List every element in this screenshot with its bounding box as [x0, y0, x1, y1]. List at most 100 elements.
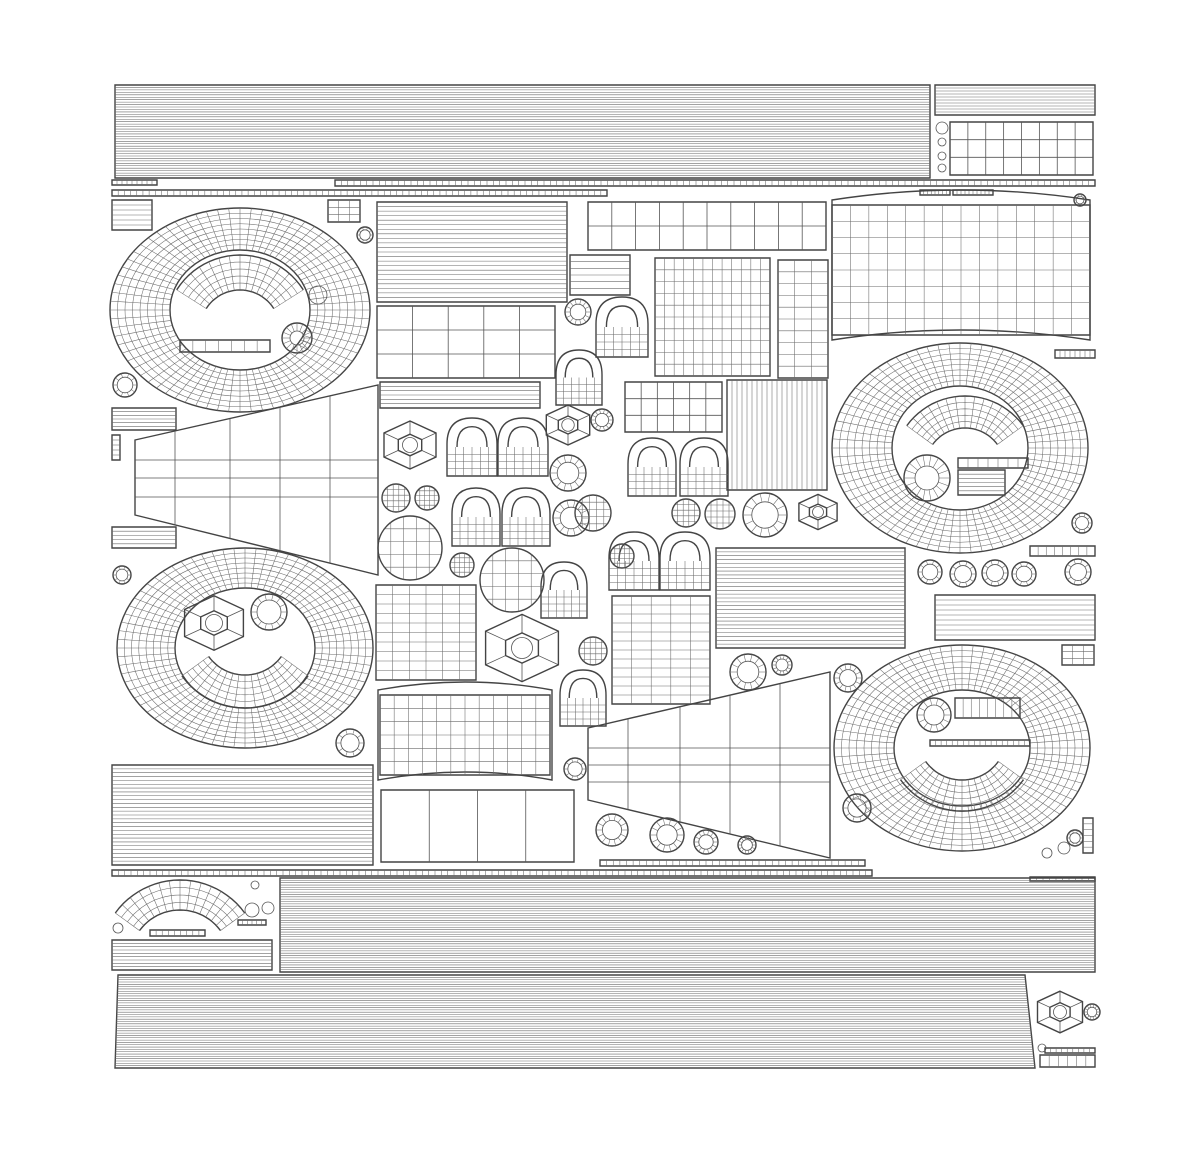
- wire-line: [708, 830, 709, 835]
- wire-line: [887, 499, 921, 534]
- wire-line: [857, 781, 906, 807]
- wire-line: [313, 622, 369, 632]
- wire-line: [853, 667, 856, 671]
- wire-line: [777, 521, 785, 525]
- wire-path: [377, 202, 567, 302]
- wire-line: [695, 837, 699, 839]
- grid-circle-6: [672, 499, 700, 527]
- wire-line: [310, 315, 370, 319]
- tickbar-bottom-1: [112, 870, 872, 876]
- wire-line: [744, 654, 746, 661]
- wire-line: [799, 503, 809, 508]
- wire-line: [710, 833, 713, 837]
- wire-line: [937, 402, 950, 431]
- wire-line: [299, 584, 343, 610]
- wire-line: [1093, 1017, 1094, 1020]
- wire-line: [578, 526, 582, 532]
- wire-line: [980, 804, 996, 847]
- wire-line: [994, 418, 1017, 440]
- wire-line: [314, 631, 371, 638]
- wire-line: [575, 320, 576, 325]
- wire-line: [1085, 564, 1089, 567]
- wire-line: [311, 669, 366, 683]
- wheel-0: [565, 299, 591, 325]
- wire-line: [122, 905, 144, 926]
- wire-line: [359, 238, 361, 240]
- wire-line: [943, 719, 949, 722]
- panel-bottom-box: [381, 790, 574, 862]
- wire-line: [739, 841, 742, 843]
- wire-line: [315, 653, 373, 656]
- wire-line: [1070, 1017, 1082, 1023]
- plank-left-side-2: [112, 527, 176, 548]
- wire-line: [124, 581, 125, 584]
- wire-line: [1085, 1014, 1088, 1015]
- wire-line: [187, 881, 191, 911]
- grid-circle-4: [480, 548, 544, 612]
- wire-path: [680, 438, 728, 496]
- small-grid-2: [328, 200, 360, 222]
- wire-line: [302, 343, 308, 349]
- arch-piece-4: [628, 438, 676, 496]
- wire-path: [935, 85, 1095, 115]
- wire-line: [827, 516, 837, 521]
- wire-circle: [924, 705, 944, 725]
- wire-line: [943, 708, 949, 711]
- stadium-ring-right-top: [832, 343, 1088, 553]
- wire-line: [932, 776, 944, 805]
- roof-piece-1: [384, 421, 436, 469]
- wire-line: [300, 344, 303, 351]
- wire-line: [780, 655, 781, 659]
- wire-circle: [1042, 848, 1052, 858]
- stadium-ring-right-bottom: [834, 645, 1090, 851]
- wire-circle: [1016, 566, 1032, 582]
- wire-line: [1037, 1002, 1049, 1008]
- stadium-bar-right-bottom-2: [930, 740, 1030, 746]
- wire-line: [289, 238, 331, 268]
- wire-line: [968, 780, 972, 811]
- wire-line: [1096, 1009, 1099, 1010]
- plank-left-bottom: [112, 765, 373, 865]
- wire-line: [748, 850, 749, 854]
- wire-line: [1026, 464, 1084, 475]
- arch-piece-5: [680, 438, 728, 496]
- wire-line: [938, 482, 948, 486]
- wire-line: [850, 664, 851, 669]
- wire-line: [585, 306, 590, 308]
- wire-line: [555, 510, 561, 513]
- wire-line: [755, 680, 759, 686]
- wire-line: [844, 474, 898, 492]
- wire-line: [314, 658, 371, 665]
- wire-circle: [575, 495, 611, 531]
- wire-line: [1084, 513, 1085, 516]
- wire-line: [608, 415, 612, 417]
- wire-line: [989, 353, 1014, 392]
- bridge-left: [135, 385, 378, 575]
- wire-line: [577, 776, 578, 780]
- wire-line: [117, 639, 175, 642]
- stadium-seats-left-bottom: [182, 656, 308, 708]
- wire-line: [175, 222, 205, 258]
- stadium-bar-top-left: [180, 340, 270, 352]
- wire-line: [257, 673, 266, 705]
- wire-line: [663, 818, 665, 825]
- wire-line: [581, 773, 584, 775]
- roof-piece-5: [1037, 991, 1082, 1033]
- wire-line: [1024, 412, 1080, 427]
- wire-line: [220, 913, 244, 931]
- wire-line: [303, 267, 357, 285]
- wire-line: [980, 649, 996, 692]
- wire-line: [750, 654, 752, 661]
- wire-line: [1004, 495, 1043, 528]
- wire-rect: [377, 306, 555, 378]
- wire-line: [276, 621, 280, 626]
- wire-circle: [840, 670, 857, 687]
- wire-line: [1022, 404, 1076, 422]
- wire-circle: [1070, 833, 1080, 843]
- wire-line: [280, 226, 314, 260]
- wire-line: [1018, 781, 1067, 807]
- wire-line: [669, 818, 671, 825]
- wire-line: [1026, 713, 1082, 728]
- panel-mid-vert: [727, 380, 827, 490]
- wire-circle: [938, 164, 946, 172]
